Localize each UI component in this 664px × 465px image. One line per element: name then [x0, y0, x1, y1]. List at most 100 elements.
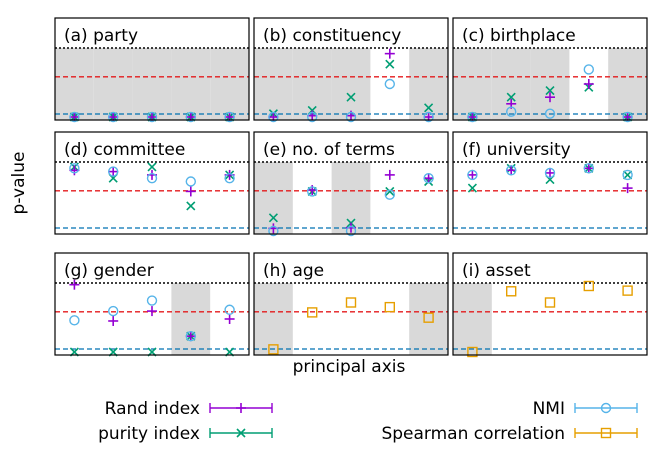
- nmi-point: [224, 111, 235, 123]
- shaded-region: [453, 48, 492, 120]
- nmi-point: [583, 163, 594, 174]
- panel-title: (a) party: [64, 26, 138, 46]
- nmi-point: [467, 169, 478, 181]
- nmi-point: [185, 176, 197, 187]
- shaded-region: [254, 48, 293, 120]
- rand-point: [185, 186, 196, 197]
- legend-label: NMI: [533, 399, 565, 419]
- legend-label: Rand index: [105, 399, 200, 419]
- purity-point: [385, 186, 395, 196]
- nmi-point: [622, 169, 633, 181]
- legend-marker: [236, 403, 246, 413]
- legend-entry-nmi: NMI: [533, 399, 638, 419]
- panel-frame: [54, 17, 250, 121]
- purity-point: [147, 162, 157, 172]
- shaded-region: [171, 283, 211, 355]
- shaded-region: [530, 48, 570, 120]
- spearman-point: [467, 346, 478, 358]
- panel-frame: [253, 131, 449, 235]
- rand-point: [384, 48, 395, 59]
- panel-frame: [253, 252, 449, 356]
- panel-title: (i) asset: [462, 261, 531, 281]
- nmi-point: [423, 111, 434, 123]
- panel-frame: [54, 131, 250, 235]
- legend-marker: [600, 427, 612, 439]
- nmi-point: [544, 167, 556, 179]
- panel-frame: [54, 252, 250, 356]
- purity-point: [545, 86, 555, 96]
- shaded-region: [254, 162, 293, 234]
- panel-title: (b) constituency: [263, 26, 401, 46]
- rand-point: [384, 169, 395, 180]
- panel-frame: [452, 17, 648, 121]
- panel-title: (c) birthplace: [462, 26, 576, 46]
- nmi-point: [69, 315, 80, 326]
- rand-point: [506, 165, 517, 176]
- purity-point: [506, 92, 516, 102]
- nmi-point: [345, 225, 357, 237]
- panel-8: (h) age: [253, 252, 449, 356]
- nmi-point: [185, 330, 197, 342]
- purity-point: [346, 92, 356, 102]
- panel-title: (h) age: [263, 261, 324, 281]
- rand-point: [622, 183, 633, 194]
- purity-point: [424, 103, 434, 113]
- rand-point: [108, 166, 119, 177]
- panel-1: (a) party: [54, 17, 250, 123]
- nmi-point: [146, 111, 158, 123]
- shaded-region: [409, 48, 448, 120]
- nmi-point: [224, 172, 235, 184]
- legend-entry-rand: Rand index: [105, 399, 273, 419]
- nmi-point: [307, 111, 318, 123]
- panel-title: (f) university: [462, 140, 571, 160]
- nmi-point: [224, 304, 235, 315]
- shaded-region: [331, 48, 371, 120]
- legend-label: Spearman correlation: [381, 424, 565, 444]
- rand-point: [69, 279, 80, 290]
- shaded-region: [254, 283, 293, 355]
- shaded-region: [210, 48, 249, 120]
- spearman-point: [583, 280, 594, 292]
- panel-frame: [253, 17, 449, 121]
- panel-frame: [452, 252, 648, 356]
- panel-title: (e) no. of terms: [263, 140, 395, 160]
- panel-frame: [452, 131, 648, 235]
- nmi-point: [544, 108, 556, 119]
- panel-4: (d) committee: [54, 131, 250, 235]
- nmi-point: [185, 111, 197, 123]
- shaded-region: [608, 48, 647, 120]
- rand-point: [583, 79, 594, 89]
- panel-3: (c) birthplace: [452, 17, 648, 123]
- rand-point: [423, 173, 434, 184]
- rand-point: [185, 331, 196, 342]
- spearman-point: [506, 286, 517, 297]
- rand-point: [69, 165, 80, 176]
- purity-point: [186, 201, 196, 211]
- nmi-point: [107, 166, 119, 177]
- purity-point: [268, 213, 278, 223]
- shaded-region: [132, 48, 172, 120]
- shaded-region: [93, 48, 133, 120]
- nmi-point: [506, 165, 517, 176]
- nmi-point: [583, 64, 594, 75]
- panel-grid: (a) party (b) constituency (c) birthplace (…: [54, 17, 648, 358]
- shaded-region: [453, 283, 492, 355]
- panel-title: (d) committee: [64, 140, 185, 160]
- legend-marker: [600, 402, 612, 414]
- spearman-point: [384, 301, 395, 313]
- purity-point: [623, 170, 633, 180]
- nmi-point: [467, 111, 478, 123]
- purity-point: [467, 183, 477, 193]
- panel-2: (b) constituency: [253, 17, 449, 123]
- y-axis-label: p-value: [9, 152, 29, 215]
- nmi-point: [146, 295, 158, 306]
- nmi-point: [506, 106, 517, 117]
- nmi-point: [307, 186, 318, 197]
- legend-entry-purity: purity index: [98, 424, 273, 444]
- spearman-point: [345, 297, 357, 308]
- spearman-point: [423, 312, 434, 323]
- purity-point: [385, 59, 395, 69]
- nmi-point: [384, 78, 395, 90]
- panel-9: (i) asset: [452, 252, 648, 358]
